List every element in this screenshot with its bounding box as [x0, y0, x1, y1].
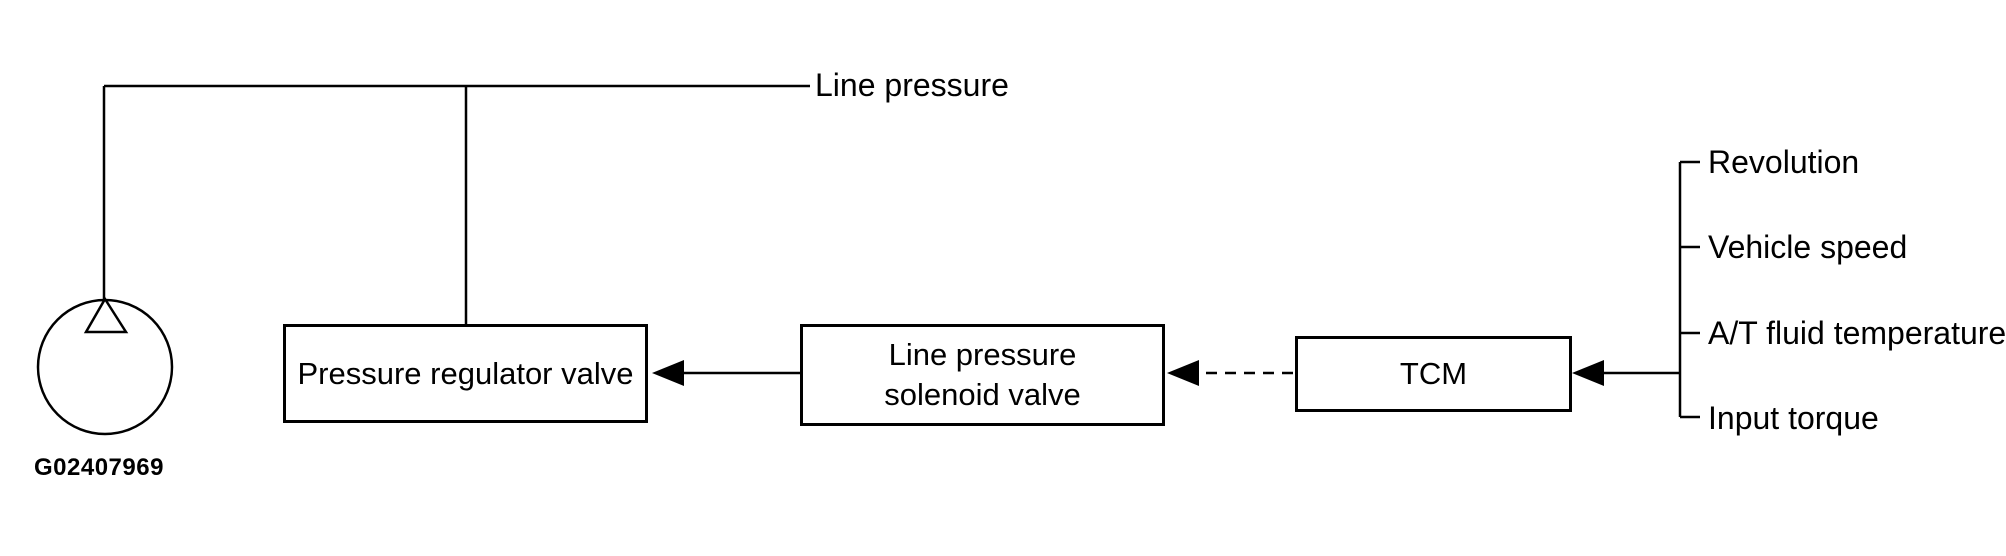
pump-triangle-icon [83, 296, 129, 334]
tcm-input-label-fluid-temperature: A/T fluid temperature [1708, 315, 2006, 351]
tcm-box: TCM [1295, 336, 1572, 412]
tcm-label: TCM [1399, 356, 1468, 391]
tcm-input-label-input-torque: Input torque [1708, 400, 1879, 436]
tcm-input-label-revolution: Revolution [1708, 144, 1860, 180]
arrow-inputs-to-tcm-head [1572, 360, 1604, 386]
line-pressure-solenoid-valve-box: Line pressure solenoid valve [800, 324, 1165, 426]
dashed-arrow-tcm-to-solenoid-head [1167, 360, 1199, 386]
pressure-regulator-valve-label: Pressure regulator valve [297, 355, 634, 391]
line-pressure-label: Line pressure [815, 67, 1009, 103]
pressure-regulator-valve-box: Pressure regulator valve [283, 324, 648, 423]
tcm-input-label-vehicle-speed: Vehicle speed [1708, 229, 1908, 265]
figure-id-label: G02407969 [34, 454, 164, 481]
arrow-solenoid-to-regulator-head [652, 360, 684, 386]
solenoid-valve-label-line1: Line pressure [888, 337, 1077, 372]
solenoid-valve-label-line2: solenoid valve [884, 377, 1081, 412]
